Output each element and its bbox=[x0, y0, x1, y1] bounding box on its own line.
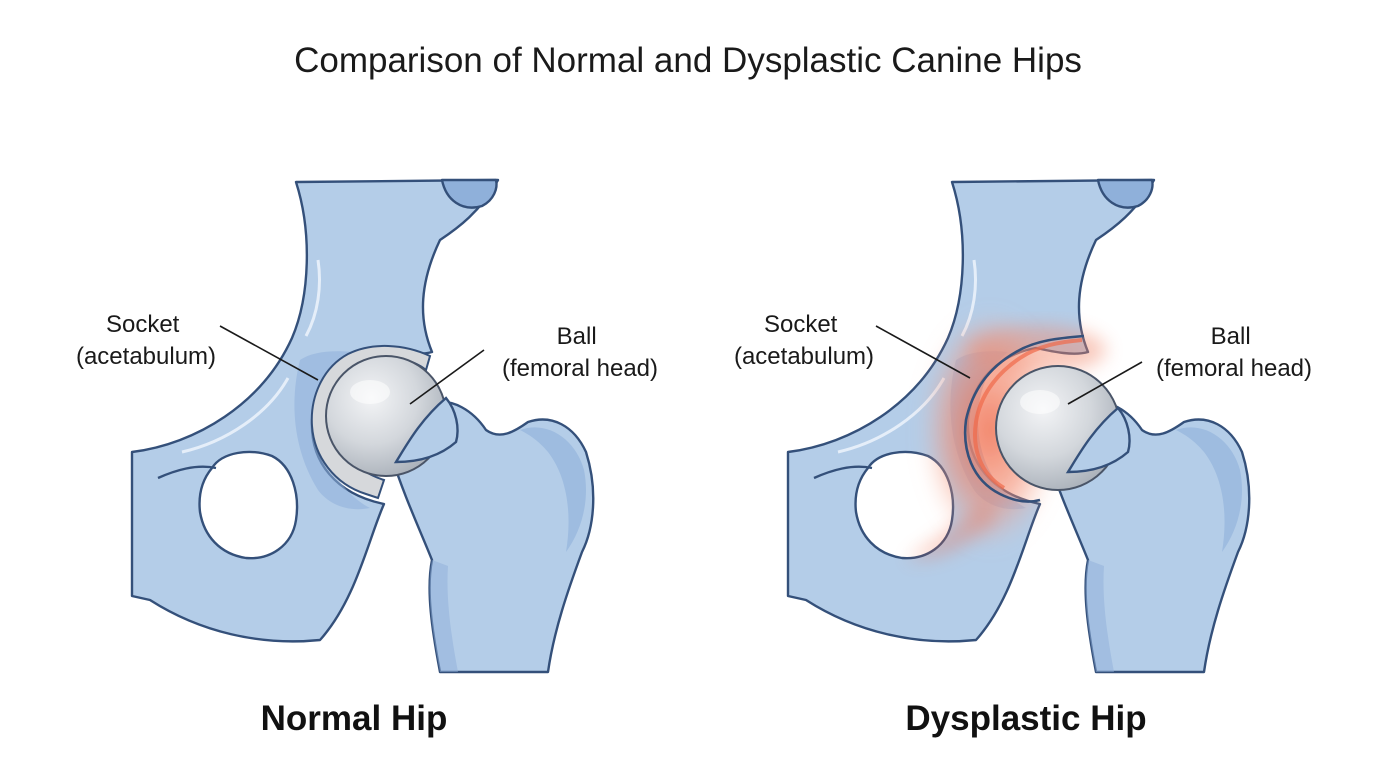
dysplastic-hip-caption: Dysplastic Hip bbox=[905, 699, 1146, 738]
normal-ball-label: Ball (femoral head) bbox=[502, 323, 658, 382]
dysplastic-socket-label: Socket (acetabulum) bbox=[734, 311, 874, 370]
dysplastic-socket-leader bbox=[875, 325, 971, 379]
dysplastic-ball-label: Ball (femoral head) bbox=[1156, 323, 1312, 382]
dysplastic-hip-illustration bbox=[786, 178, 1251, 674]
dysplastic-ball-leader bbox=[1067, 361, 1143, 405]
normal-hip-caption: Normal Hip bbox=[261, 699, 448, 738]
dysplastic-hip-panel: Socket (acetabulum) Ball (femoral head) … bbox=[734, 178, 1312, 738]
dysplastic-socket-rim bbox=[963, 334, 1085, 503]
normal-hip-illustration bbox=[130, 178, 595, 674]
normal-ball-leader bbox=[409, 349, 485, 405]
diagram-title: Comparison of Normal and Dysplastic Cani… bbox=[294, 41, 1082, 80]
normal-hip-panel: Socket (acetabulum) Ball (femoral head) … bbox=[76, 178, 658, 738]
normal-socket-leader bbox=[219, 325, 319, 381]
normal-socket-label: Socket (acetabulum) bbox=[76, 311, 216, 370]
